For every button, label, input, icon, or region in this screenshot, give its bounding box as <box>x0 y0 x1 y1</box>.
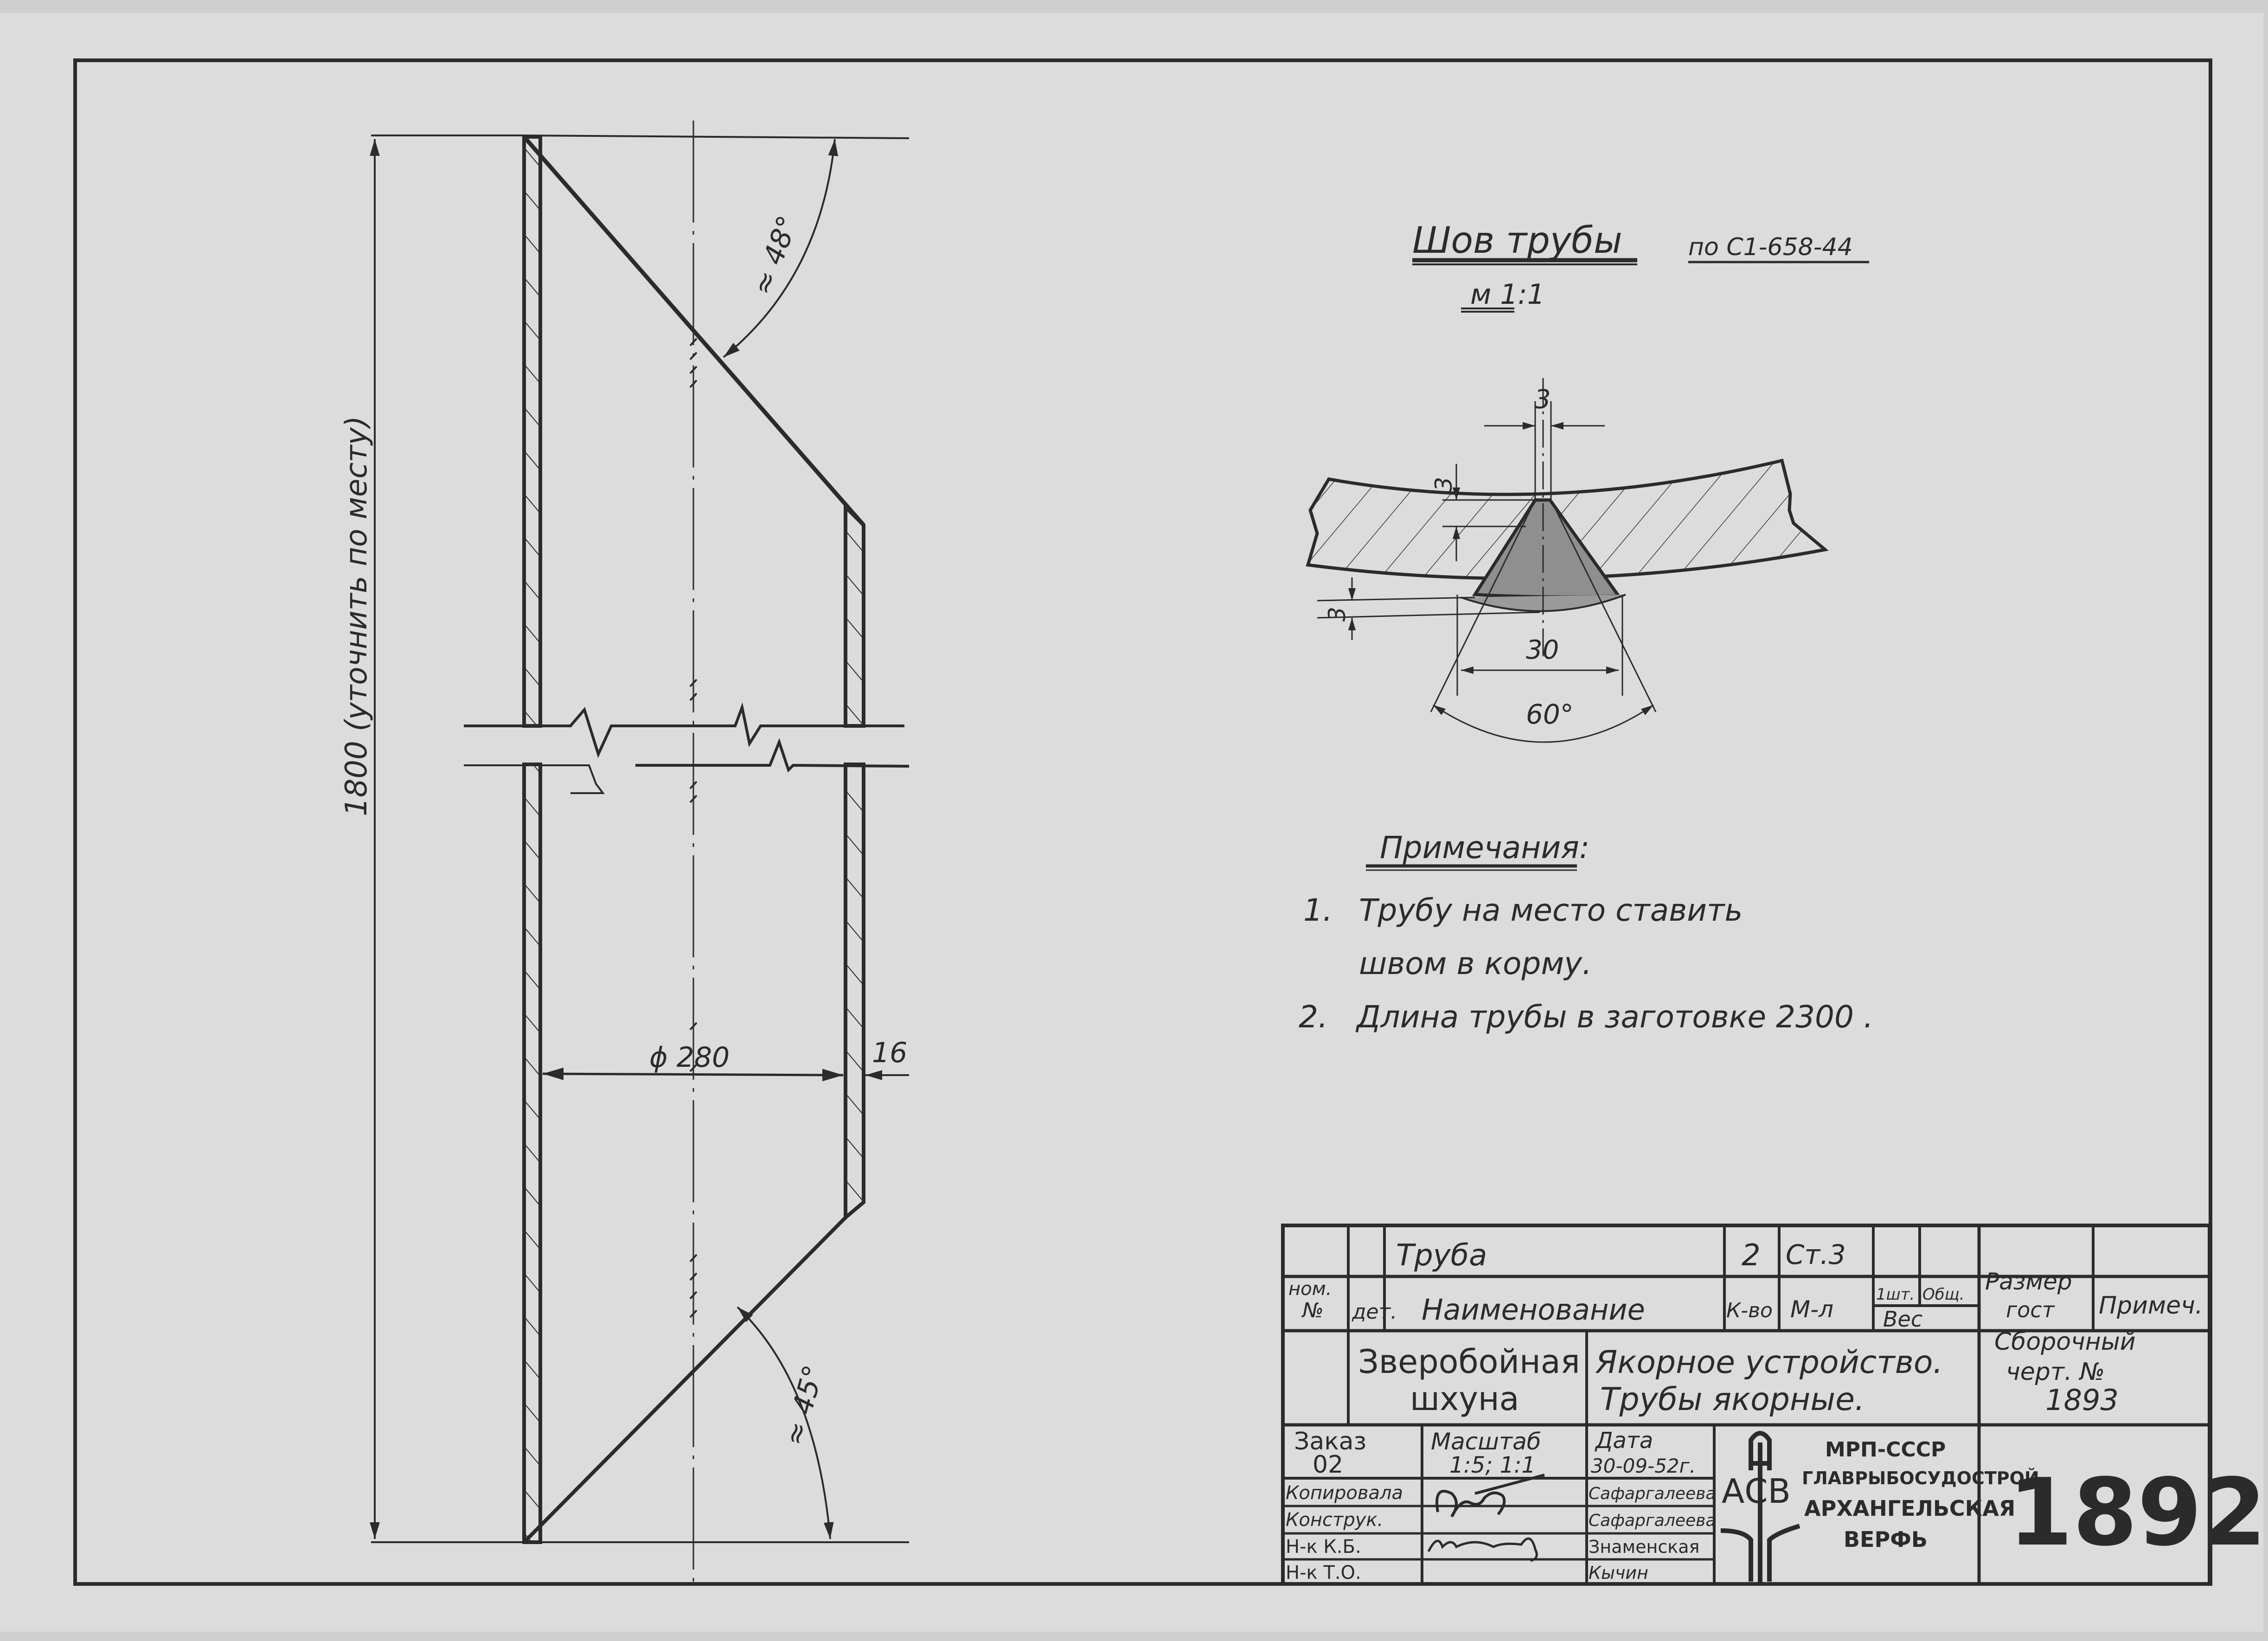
header-size-2: гост <box>2006 1297 2055 1322</box>
header-weight: Вес <box>1883 1307 1922 1332</box>
groove-angle-label: 60° <box>1526 699 1574 730</box>
signature-name-3: Знаменская <box>1589 1537 1699 1557</box>
vessel-line-2: шхуна <box>1410 1380 1519 1418</box>
signature-name-1: Сафаргалеева <box>1589 1484 1716 1503</box>
header-name: Наименование <box>1422 1293 1645 1327</box>
header-size-1: Размер <box>1985 1268 2072 1295</box>
weld-title: Шов трубы <box>1412 220 1622 262</box>
length-dim-label: 1800 (уточнить по месту) <box>340 416 374 816</box>
note-2-number: 2. <box>1299 999 1328 1035</box>
weld-detail-header: Шов трубы по С1-658-44 м 1:1 <box>1412 220 1869 313</box>
assembly-drawing-line-1: Сборочный <box>1994 1328 2136 1356</box>
signature-name-2: Сафаргалеева <box>1589 1511 1716 1530</box>
title-block <box>1281 1224 2211 1586</box>
wall-thickness-label: 16 <box>872 1037 907 1069</box>
signature-role-3: Н-к К.Б. <box>1286 1536 1361 1558</box>
org-line-4: ВЕРФЬ <box>1844 1527 1928 1552</box>
signature-role-4: Н-к Т.О. <box>1286 1562 1361 1583</box>
length-dimension: 1800 (уточнить по месту) <box>340 135 524 1543</box>
assembly-drawing-line-2: черт. № <box>2006 1358 2105 1386</box>
drawing-frame <box>73 58 2212 1586</box>
assembly-line-1: Якорное устройство. <box>1595 1344 1943 1381</box>
order-value: 02 <box>1313 1451 1343 1479</box>
notes-title: Примечания: <box>1380 830 1589 865</box>
handwritten-signature-2 <box>1427 1537 1538 1562</box>
org-line-1: МРП-СССР <box>1825 1438 1946 1462</box>
vessel-line-1: Зверобойная <box>1358 1343 1580 1381</box>
header-detail-no: дет. <box>1352 1300 1397 1324</box>
part-name: Труба <box>1396 1238 1487 1273</box>
header-weight-total: Общ. <box>1922 1285 1965 1304</box>
signature-name-4: Кычин <box>1589 1563 1648 1583</box>
paper-sheet <box>0 13 2263 1632</box>
date-value: 30-09-52г. <box>1591 1455 1696 1477</box>
weld-width-label: 30 <box>1526 635 1559 665</box>
header-weight-each: 1шт. <box>1876 1285 1915 1304</box>
note-2-line-1: Длина трубы в заготовке 2300 . <box>1355 999 1873 1035</box>
assembly-line-2: Трубы якорные. <box>1600 1381 1865 1418</box>
handwritten-signature-1 <box>1435 1474 1545 1518</box>
header-remarks: Примеч. <box>2099 1292 2203 1320</box>
diameter-label: ϕ 280 <box>649 1041 730 1074</box>
shipyard-logo <box>1720 1431 1800 1584</box>
scale-label: Масштаб <box>1431 1428 1541 1455</box>
weld-scale: м 1:1 <box>1470 278 1545 311</box>
logo-letters: АСВ <box>1722 1472 1791 1511</box>
weld-standard: по С1-658-44 <box>1688 233 1853 261</box>
signature-role-2: Конструк. <box>1286 1509 1383 1531</box>
order-label: Заказ <box>1294 1428 1366 1455</box>
part-material: Ст.3 <box>1786 1239 1846 1270</box>
header-item-no-1: ном. <box>1288 1278 1332 1300</box>
pipe-side-view <box>464 121 910 1586</box>
weld-cross-section: 3 3 3 30 60° <box>1306 378 1829 743</box>
header-material: М-л <box>1790 1296 1833 1323</box>
part-quantity: 2 <box>1742 1238 1761 1273</box>
header-quantity: К-во <box>1726 1299 1773 1322</box>
reinforcement-label: 3 <box>1324 607 1351 622</box>
scale-value: 1:5; 1:1 <box>1449 1452 1536 1478</box>
diameter-dimension: ϕ 280 16 <box>542 1037 909 1082</box>
sheet-number: 1892 <box>2008 1459 2267 1567</box>
notes-section: Примечания: 1. Трубу на место ставить шв… <box>1299 830 1873 1035</box>
org-line-3: АРХАНГЕЛЬСКАЯ <box>1804 1496 2015 1521</box>
header-item-no-2: № <box>1301 1299 1324 1322</box>
org-line-2: ГЛАВРЫБОСУДОСТРОЙ <box>1802 1468 2039 1488</box>
note-1-line-2: швом в корму. <box>1359 946 1592 981</box>
assembly-drawing-number: 1893 <box>2045 1383 2119 1417</box>
root-gap-label: 3 <box>1534 385 1551 415</box>
signature-role-1: Копировала <box>1286 1482 1403 1504</box>
note-1-number: 1. <box>1303 892 1333 928</box>
root-face-label: 3 <box>1430 477 1457 492</box>
title-block-text: Труба 2 Ст.3 ном. № дет. Наименование К-… <box>1286 1238 2267 1584</box>
date-label: Дата <box>1595 1428 1653 1454</box>
note-1-line-1: Трубу на место ставить <box>1359 892 1743 928</box>
